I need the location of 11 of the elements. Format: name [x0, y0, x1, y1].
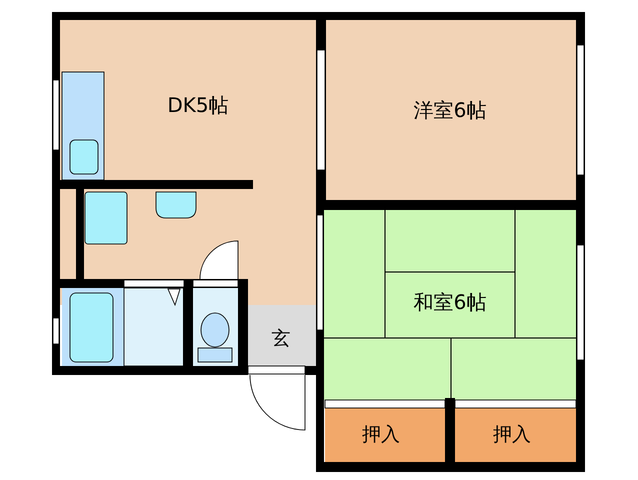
western-room — [326, 20, 576, 202]
entrance-area — [248, 305, 316, 366]
room-label: 玄 — [272, 328, 290, 350]
closet — [325, 408, 445, 462]
room-label: DK5帖 — [167, 94, 229, 116]
room-label: 押入 — [362, 424, 400, 446]
room-label: 洋室6帖 — [414, 99, 486, 121]
room-label: 和室6帖 — [414, 291, 486, 313]
room-label: 押入 — [493, 424, 531, 446]
tatami-room — [324, 210, 576, 400]
closet — [455, 408, 576, 462]
